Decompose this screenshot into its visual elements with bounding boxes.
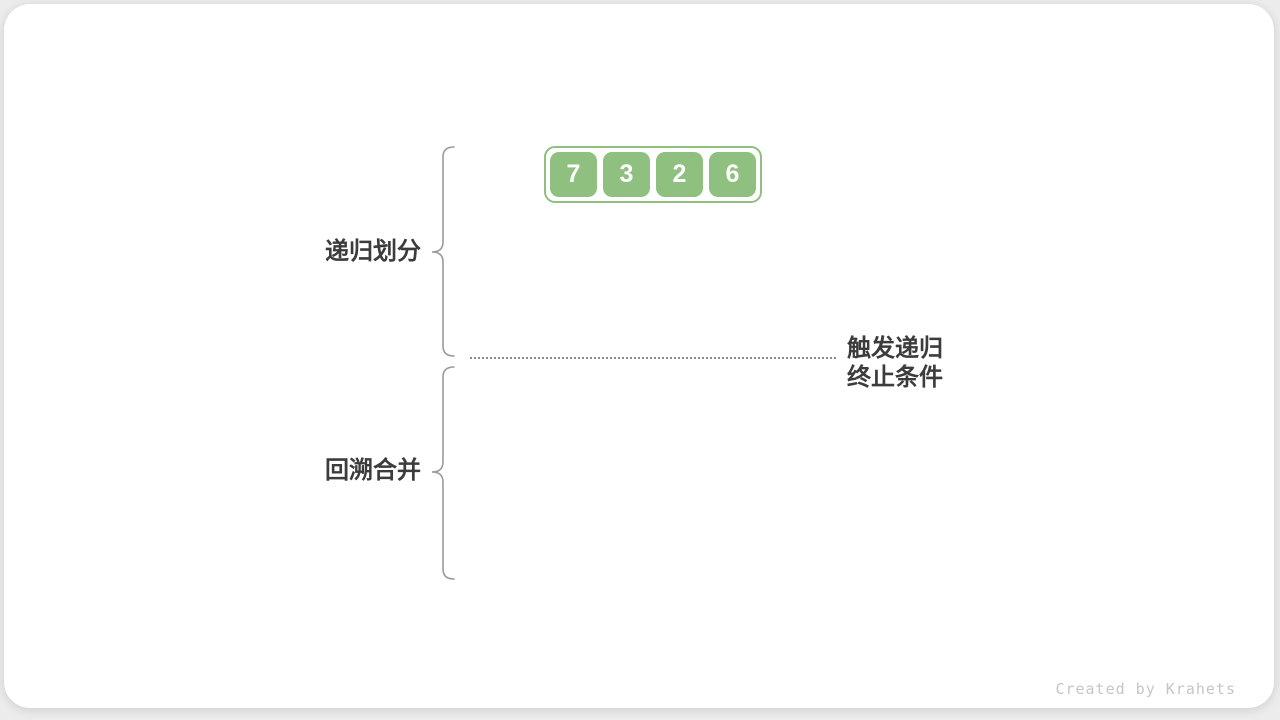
curly-brace-backtrack-merge-icon — [431, 366, 455, 580]
label-termination-condition: 触发递归 终止条件 — [847, 334, 943, 392]
diagram-card: 7 3 2 6 递归划分 回溯合并 触发递归 终止条件 Created by K… — [4, 4, 1274, 708]
label-termination-line2: 终止条件 — [847, 364, 943, 391]
array-cell: 7 — [550, 152, 597, 197]
termination-dotted-line — [470, 357, 836, 359]
watermark-text: Created by Krahets — [1055, 680, 1236, 698]
curly-brace-recursive-divide-icon — [431, 146, 455, 357]
label-termination-line1: 触发递归 — [847, 335, 943, 362]
label-recursive-divide: 递归划分 — [325, 238, 421, 265]
label-backtrack-merge: 回溯合并 — [325, 457, 421, 484]
array-cell: 2 — [656, 152, 703, 197]
array-cell: 6 — [709, 152, 756, 197]
array-cell: 3 — [603, 152, 650, 197]
array-container: 7 3 2 6 — [544, 146, 762, 203]
